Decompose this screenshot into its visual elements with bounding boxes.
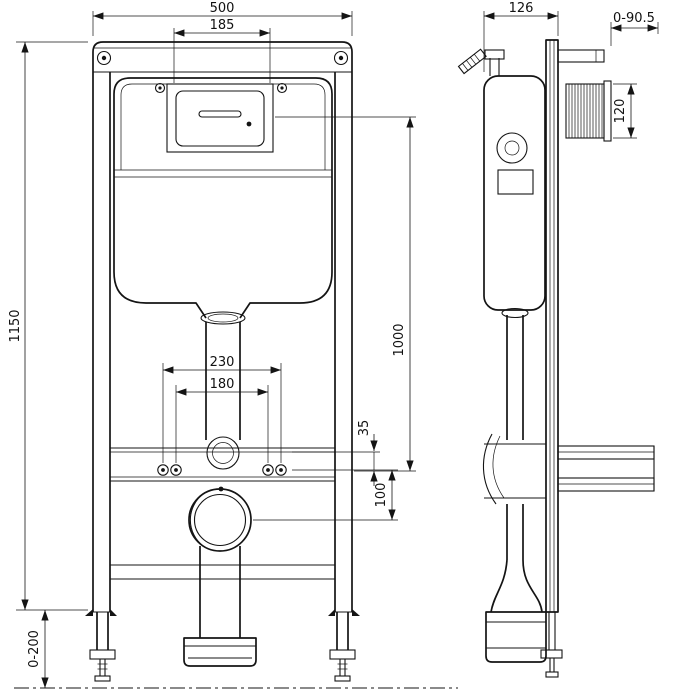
dimension-bolts-180: 180 (175, 377, 269, 463)
dimension-width-500: 500 (92, 1, 353, 36)
corner-bolt-left (96, 50, 112, 66)
dim-label-plate-height: 120 (613, 99, 628, 124)
serration-hatch (568, 84, 603, 138)
dimension-feet-0-200: 0-200 (27, 610, 49, 688)
dim-label-feet-range: 0-200 (27, 630, 42, 668)
fixing-plate (110, 436, 335, 482)
dimension-plate-185: 185 (173, 18, 271, 83)
side-foot (540, 612, 563, 678)
dim-label-bolt-inner: 180 (210, 377, 235, 392)
dimension-offset-35: 35 (292, 420, 398, 486)
mounting-frame (85, 41, 360, 616)
side-rail (545, 39, 559, 613)
side-cistern (457, 48, 546, 311)
outlet-bend (188, 488, 252, 552)
flush-plate (154, 82, 288, 153)
plate-pin (246, 121, 252, 127)
dimension-bolts-230: 230 (162, 355, 282, 463)
plate-screw-right (276, 82, 288, 94)
adjustable-feet (89, 612, 356, 682)
front-view: 500 185 1150 0-200 230 1 (8, 1, 458, 689)
side-view: 126 0-90.5 120 (457, 1, 659, 678)
flush-pipe-connector (206, 436, 240, 470)
dim-label-wall-adjust: 0-90.5 (613, 11, 655, 26)
dim-label-outlet-drop: 100 (374, 483, 389, 508)
flush-slot (198, 110, 242, 118)
dim-label-plate-width: 185 (210, 18, 235, 33)
dim-label-supply-offset: 35 (357, 420, 372, 437)
dimension-wall-0-90-5: 0-90.5 (610, 11, 659, 46)
dimension-plate-120: 120 (613, 83, 637, 139)
fixing-bolts (157, 464, 287, 476)
dimension-depth-126: 126 (483, 1, 559, 72)
dimension-height-1150: 1150 (8, 41, 88, 611)
dimension-flush-1000: 1000 (275, 116, 416, 472)
inlet-screw (457, 48, 487, 75)
waste-outlet (183, 486, 257, 667)
dimension-drop-100: 100 (253, 470, 398, 521)
dim-label-width: 500 (210, 1, 235, 16)
dim-label-flush-height: 1000 (392, 323, 407, 356)
corner-bolt-right (333, 50, 349, 66)
side-valve (496, 132, 528, 164)
dim-label-bolt-outer: 230 (210, 355, 235, 370)
back-plate (603, 80, 612, 142)
side-pipes (482, 307, 547, 663)
plate-screw-left (154, 82, 166, 94)
dim-label-depth: 126 (509, 1, 534, 16)
wall-bracket (557, 49, 612, 142)
dim-label-height: 1150 (8, 309, 23, 342)
pan-bracket-arms (557, 445, 655, 492)
